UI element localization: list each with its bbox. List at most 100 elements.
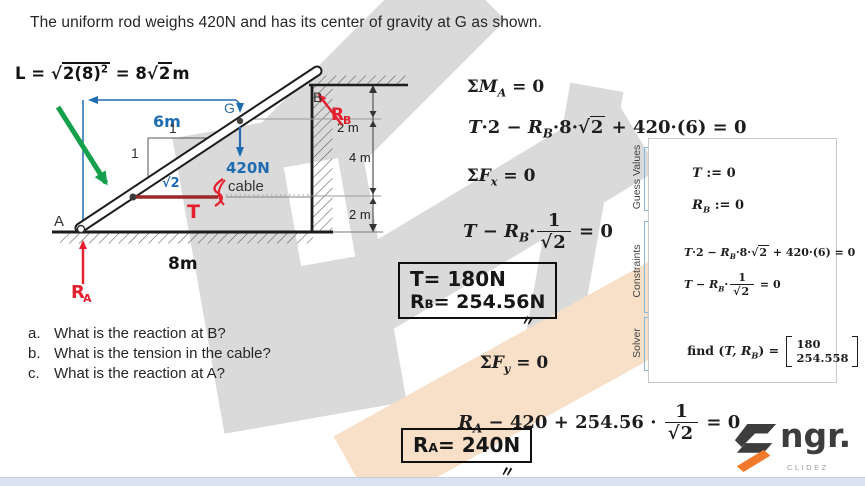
- solver-section-constraints: Constraints: [631, 244, 643, 298]
- bracket-guess: [644, 147, 650, 211]
- result-ra-r: R: [413, 433, 429, 457]
- sub-b: B: [702, 205, 711, 216]
- sub-b: B: [729, 252, 736, 262]
- cable-attachment-dot: [129, 193, 137, 201]
- radical-sign: √: [577, 117, 590, 138]
- rod-body: [76, 67, 321, 232]
- var-r: R: [504, 220, 520, 242]
- ground-hatch: [60, 233, 313, 244]
- dim-arrow-top: [369, 85, 377, 93]
- logo-wordmark: ngr.: [780, 416, 852, 455]
- sub-b: B: [718, 284, 725, 294]
- ledge-hatch: [313, 75, 406, 85]
- cable-cut-mark-2: [217, 179, 226, 206]
- label-point-a: A: [54, 213, 64, 230]
- dim-label-4m: 4 m: [349, 150, 371, 165]
- op: + 420·(6) = 0: [605, 117, 747, 138]
- label-one-top: 1: [169, 120, 177, 136]
- op: ·: [529, 220, 536, 242]
- result-ra: RA= 240N: [413, 433, 520, 457]
- var-t: T: [683, 278, 693, 292]
- dim-tick-2b: [369, 197, 377, 204]
- logo-glyph-icon: [734, 423, 777, 472]
- label-sqrt2: √2: [162, 176, 180, 191]
- eq-sum-forces-x: ΣFx = 0: [443, 146, 536, 208]
- result-ra-val: = 240N: [438, 433, 521, 457]
- question-a: a. What is the reaction at B?: [28, 324, 271, 344]
- paren-equals: ) =: [758, 342, 784, 358]
- var-r: R: [692, 198, 703, 213]
- op: − 420 + 254.56 ·: [482, 411, 663, 433]
- radicand: 2: [740, 284, 752, 299]
- formula-mid: = 8: [110, 64, 147, 83]
- guess-rb: RB := 0: [665, 183, 744, 231]
- constraint-moment: T·2 − RB·8·√2 + 420·(6) = 0: [661, 233, 855, 274]
- label-point-b: B: [313, 89, 322, 105]
- var-r: R: [720, 246, 730, 259]
- label-one-left: 1: [131, 145, 139, 161]
- label-ra-sub: A: [83, 292, 92, 305]
- numerator: 1: [738, 271, 746, 284]
- radicand: 2: [552, 230, 568, 253]
- result-ra-sub: A: [428, 440, 438, 455]
- moment-symbol: M: [478, 77, 498, 97]
- radical-sign: √: [540, 231, 553, 253]
- bracket-solver: [644, 317, 650, 371]
- op: −: [476, 220, 505, 242]
- pin-a: [76, 224, 86, 234]
- op: −: [692, 278, 710, 292]
- question-c: c. What is the reaction at A?: [28, 364, 271, 384]
- result-t: T= 180N: [410, 267, 506, 291]
- radical-sign: √: [667, 422, 680, 444]
- question-b: b. What is the tension in the cable?: [28, 344, 271, 364]
- equals-zero: = 0: [756, 278, 781, 292]
- solver-section-solver: Solver: [631, 328, 643, 358]
- matrix-value-t: 180: [796, 337, 821, 351]
- sub-a: A: [497, 85, 507, 100]
- center-of-gravity-dot: [236, 117, 244, 125]
- guess-t: T := 0: [665, 151, 736, 196]
- label-6m: 6m: [153, 112, 181, 131]
- paren: (: [714, 342, 725, 358]
- eq-moment-expansion: T·2 − RB·8·√2 + 420·(6) = 0: [443, 96, 747, 162]
- question-b-number: b.: [28, 345, 41, 362]
- problem-statement: The uniform rod weighs 420N and has its …: [30, 14, 543, 31]
- question-list: a. What is the reaction at B? b. What is…: [28, 324, 271, 384]
- free-body-diagram: 2 m 4 m 2 m 6m G 1 1 √2 cable T 420N: [52, 65, 408, 305]
- op: ·8·: [552, 117, 578, 138]
- op: ·2 −: [481, 117, 528, 138]
- brand-logo: ngr. CLIDEZ: [730, 416, 865, 482]
- dim-6m-bend: [235, 99, 244, 113]
- op: ·8·: [735, 246, 752, 259]
- radical-sign: √: [733, 285, 741, 299]
- dim-tick-2a: [369, 188, 377, 195]
- assign-zero: := 0: [701, 166, 736, 181]
- op: ·2 −: [692, 246, 721, 259]
- sub-y: y: [503, 361, 511, 376]
- question-a-text: What is the reaction at B?: [54, 325, 226, 342]
- result-rb-val: = 254.56N: [433, 291, 546, 313]
- var-t: T: [468, 117, 482, 138]
- formula-unit: m: [172, 64, 190, 83]
- dim-arrow-bottom: [369, 224, 377, 232]
- bracket-constraints: [644, 221, 650, 313]
- equals-zero: = 0: [510, 353, 549, 373]
- numerator: 1: [675, 401, 688, 422]
- formula-root2: 2: [157, 62, 173, 83]
- equals-zero: = 0: [506, 77, 545, 97]
- result-box-ra: RA= 240N: [401, 428, 533, 463]
- check-tick-1: 〃: [519, 311, 538, 331]
- formula-exponent: 2: [100, 64, 109, 76]
- result-rb-r: R: [410, 291, 425, 313]
- var-r: R: [527, 117, 543, 138]
- find-keyword: find: [687, 342, 715, 358]
- green-pointer-arrow: [55, 105, 109, 186]
- question-c-number: c.: [28, 365, 40, 382]
- bottom-strip: [0, 477, 865, 486]
- logo-subtext: CLIDEZ: [787, 463, 829, 472]
- label-rb: R: [331, 105, 344, 125]
